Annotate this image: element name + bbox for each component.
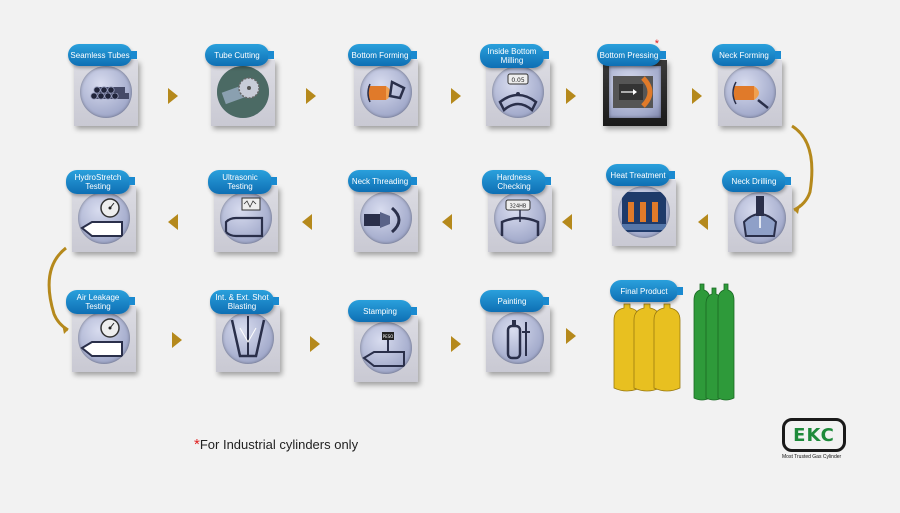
step-label: Bottom Forming <box>348 44 417 66</box>
arrow-right-icon <box>168 88 178 104</box>
step-label: Ultrasonic Testing <box>208 170 277 194</box>
arrow-right-icon <box>310 336 320 352</box>
step-card: 324HB <box>488 186 552 252</box>
step-card <box>211 60 275 126</box>
step-label: Seamless Tubes <box>68 44 137 66</box>
tubes-icon <box>80 66 132 118</box>
gauge-icon <box>78 312 130 364</box>
arrow-right-icon <box>566 328 576 344</box>
step-label: Painting <box>480 290 549 312</box>
step-label: Tube Cutting <box>205 44 274 66</box>
step-label: Neck Drilling <box>722 170 791 192</box>
arrow-left-icon <box>562 214 572 230</box>
drill-icon <box>734 192 786 244</box>
step-label: Heat Treatment <box>606 164 675 186</box>
step-card <box>354 186 418 252</box>
logo-mark: EKC <box>782 418 846 452</box>
step-label: Hardness Checking <box>482 170 551 194</box>
step-card: PESO <box>354 316 418 382</box>
step-card <box>214 186 278 252</box>
curved-arrow-icon <box>791 124 814 214</box>
step-card <box>718 60 782 126</box>
step-card <box>354 60 418 126</box>
threading-icon <box>360 192 412 244</box>
step-card <box>74 60 138 126</box>
step-label: Inside Bottom Milling <box>480 44 549 68</box>
arrow-right-icon <box>451 88 461 104</box>
arrow-right-icon <box>172 332 182 348</box>
stamping-icon: PESO <box>360 322 412 374</box>
bottom-forming-icon <box>360 66 412 118</box>
arrow-left-icon <box>168 214 178 230</box>
svg-text:0.05: 0.05 <box>511 77 525 84</box>
arrow-right-icon <box>306 88 316 104</box>
svg-text:PESO: PESO <box>383 334 394 339</box>
step-label: Int. & Ext. Shot Blasting <box>210 290 279 314</box>
saw-icon <box>217 66 269 118</box>
step-card <box>72 186 136 252</box>
step-label: Bottom Pressing* <box>597 39 666 66</box>
final-product: Final Product <box>610 280 740 405</box>
pressing-icon <box>609 66 661 118</box>
gauge-icon <box>78 192 130 244</box>
asterisk-icon: * <box>654 38 659 50</box>
painting-icon <box>492 312 544 364</box>
brand-logo: EKC Most Trusted Gas Cylinder <box>782 418 852 460</box>
step-label: Neck Forming <box>712 44 781 66</box>
step-card <box>612 180 676 246</box>
step-card <box>603 60 667 126</box>
final-product-label: Final Product <box>610 280 683 302</box>
curved-arrow-icon <box>47 246 69 334</box>
footnote: *For Industrial cylinders only <box>194 436 358 453</box>
step-label: HydroStretch Testing <box>66 170 135 194</box>
step-label: Air Leakage Testing <box>66 290 135 314</box>
arrow-left-icon <box>302 214 312 230</box>
step-label: Stamping <box>348 300 417 322</box>
step-label: Neck Threading <box>348 170 417 192</box>
arrow-left-icon <box>442 214 452 230</box>
furnace-icon <box>618 186 670 238</box>
ultrasonic-icon <box>220 192 272 244</box>
arrow-right-icon <box>451 336 461 352</box>
svg-text:324HB: 324HB <box>510 204 527 210</box>
footnote-marker: * <box>194 436 200 453</box>
step-card <box>728 186 792 252</box>
step-card: 0.05 <box>486 60 550 126</box>
arrow-right-icon <box>692 88 702 104</box>
footnote-text: For Industrial cylinders only <box>199 437 359 452</box>
step-card <box>486 306 550 372</box>
hardness-icon: 324HB <box>494 192 546 244</box>
milling-icon: 0.05 <box>492 66 544 118</box>
arrow-left-icon <box>698 214 708 230</box>
gas-cylinders-image <box>613 283 735 401</box>
step-card <box>216 306 280 372</box>
blasting-icon <box>222 312 274 364</box>
neck-forming-icon <box>724 66 776 118</box>
step-card <box>72 306 136 372</box>
logo-tagline: Most Trusted Gas Cylinder <box>782 454 842 460</box>
arrow-right-icon <box>566 88 576 104</box>
